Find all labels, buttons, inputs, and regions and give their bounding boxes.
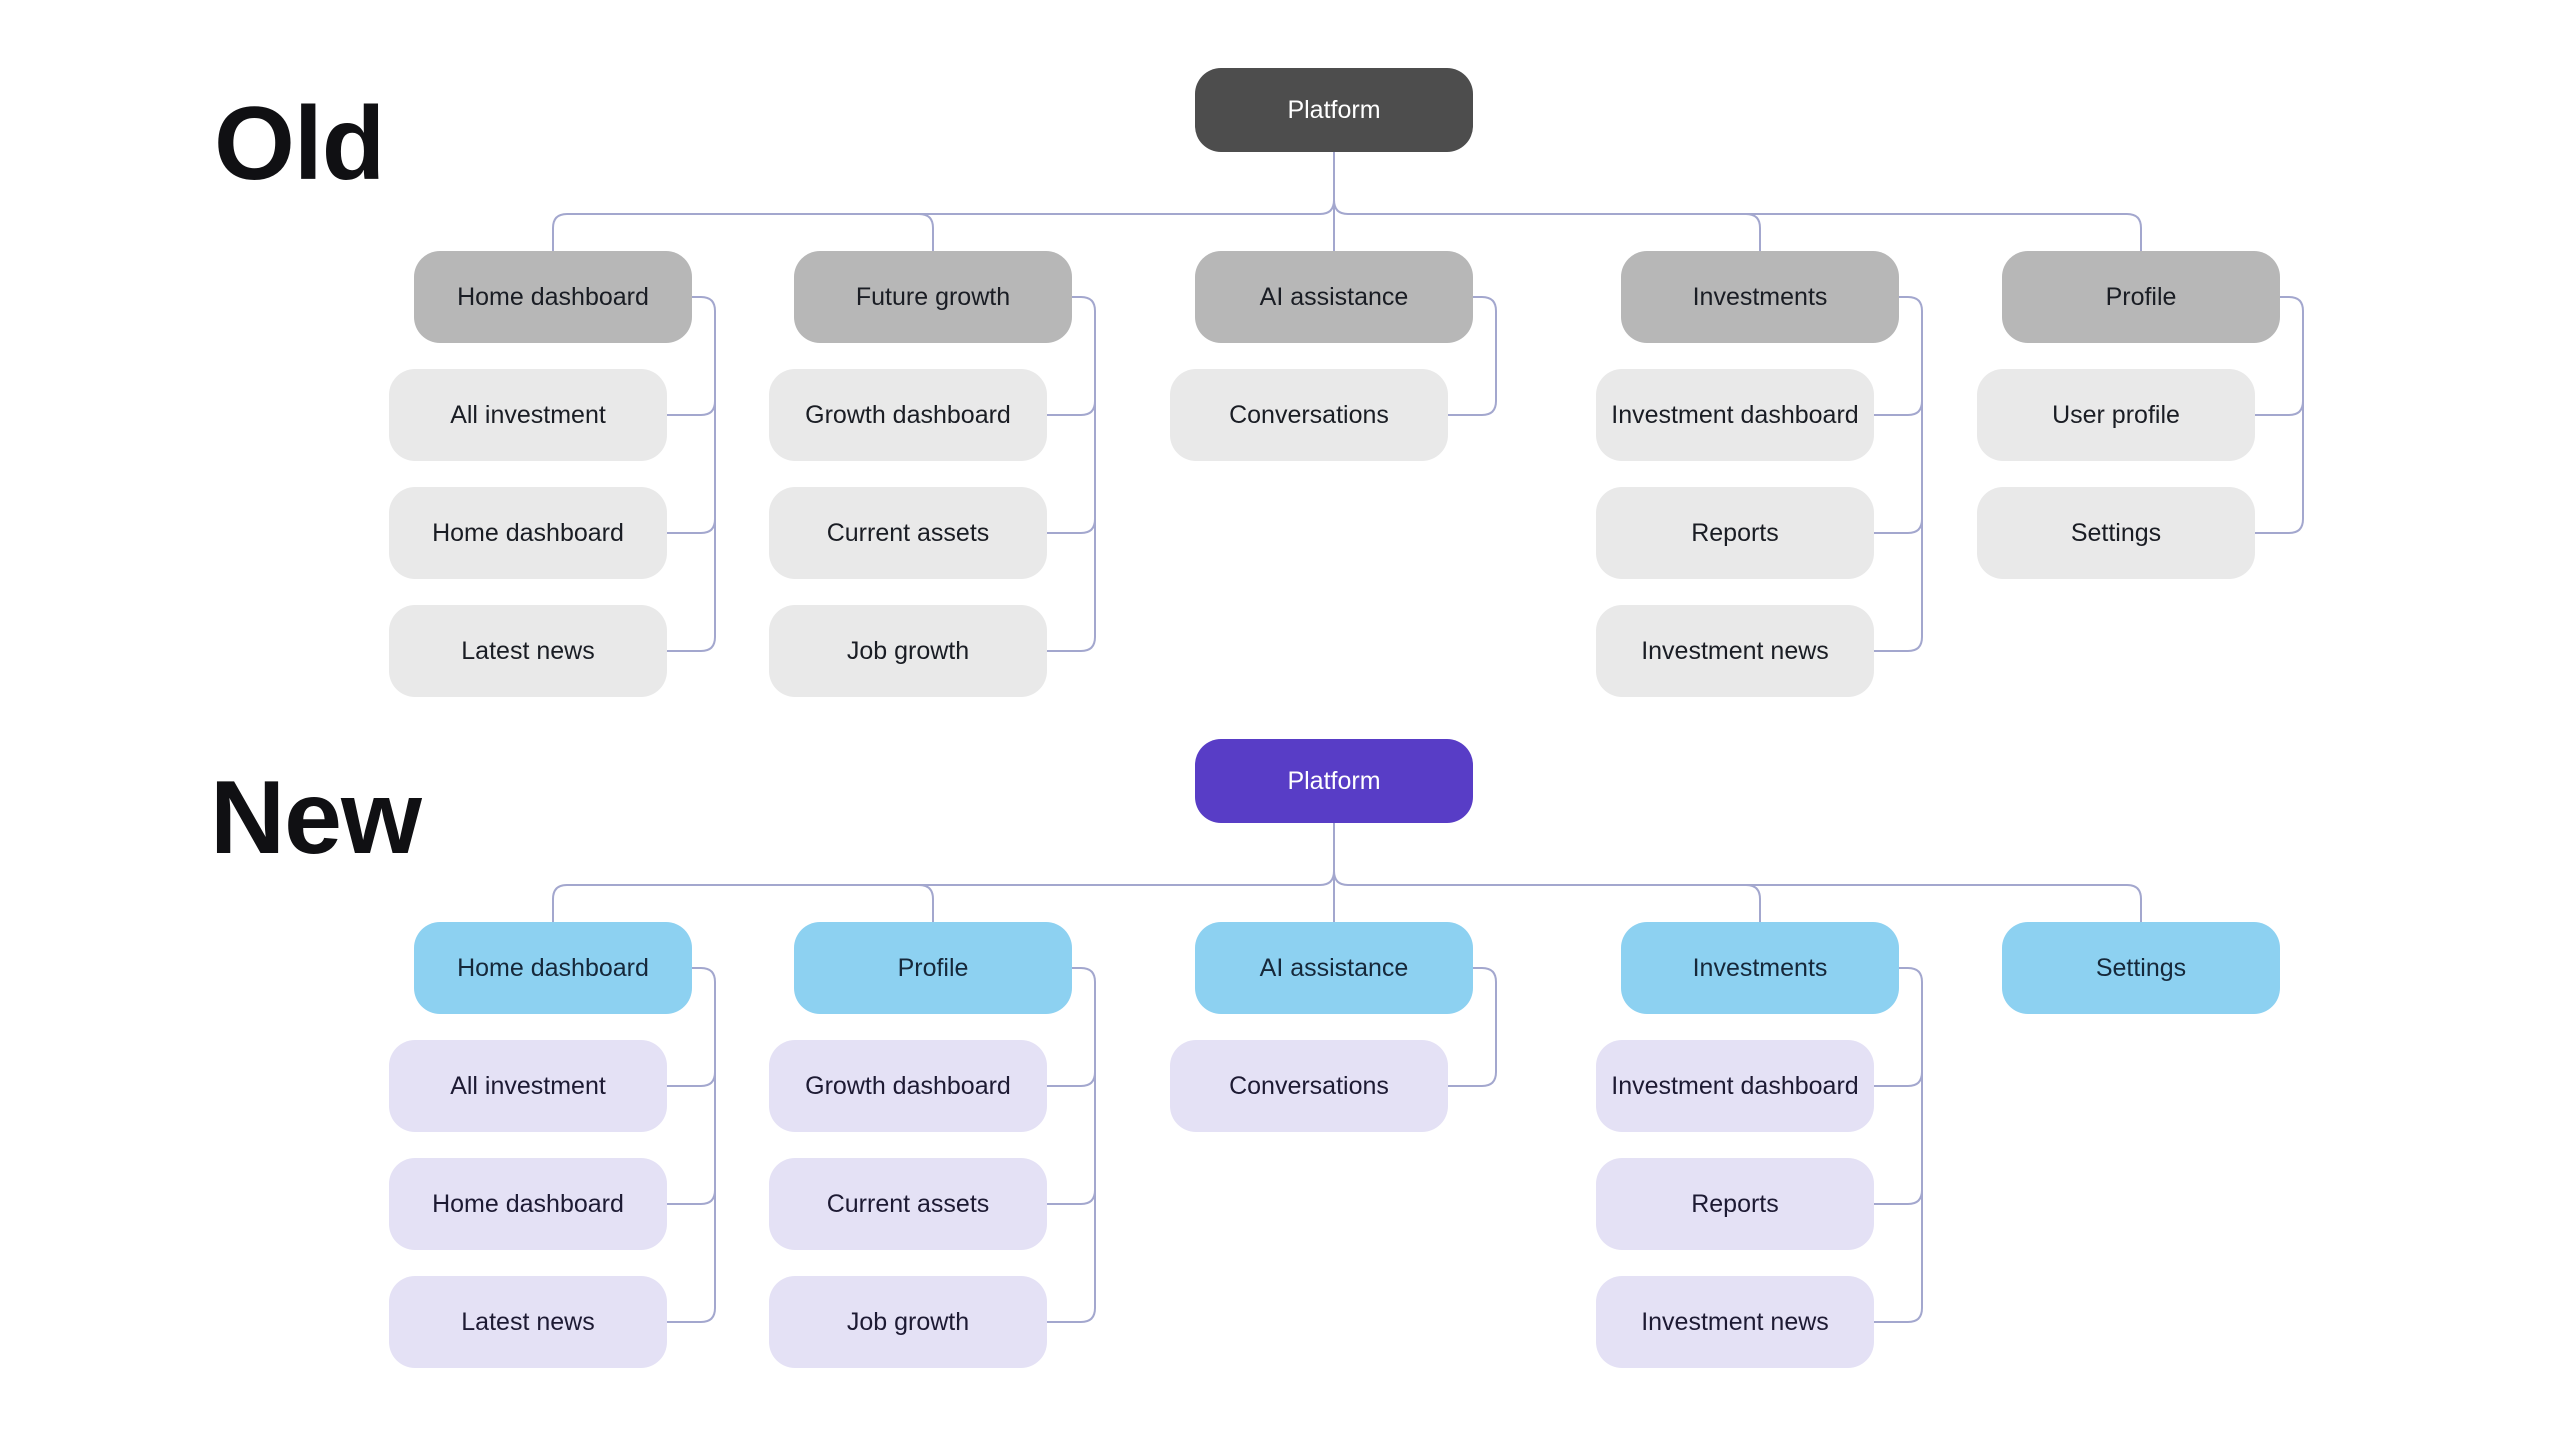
branch-node-new-investments-label: Investments <box>1692 954 1828 982</box>
leaf-node-new-investments-reports-label: Reports <box>1691 1190 1779 1218</box>
branch-node-old-future-growth-label: Future growth <box>855 283 1011 311</box>
root-node-old[interactable]: Platform <box>1195 68 1473 152</box>
branch-node-old-investments-label: Investments <box>1692 283 1828 311</box>
leaf-node-new-home-dashboard-home-dashboard-label: Home dashboard <box>432 1190 624 1218</box>
leaf-node-new-home-dashboard-all-investment-label: All investment <box>450 1072 606 1100</box>
leaf-node-old-investments-investment-news-label: Investment news <box>1641 637 1829 665</box>
leaf-node-old-ai-assistance-conversations[interactable]: Conversations <box>1170 369 1448 461</box>
branch-node-old-home-dashboard-label: Home dashboard <box>457 283 649 311</box>
leaf-node-new-ai-assistance-conversations[interactable]: Conversations <box>1170 1040 1448 1132</box>
leaf-node-new-investments-investment-news-label: Investment news <box>1641 1308 1829 1336</box>
leaf-node-old-future-growth-current-assets[interactable]: Current assets <box>769 487 1047 579</box>
branch-node-new-settings-label: Settings <box>2095 954 2187 982</box>
branch-node-new-settings[interactable]: Settings <box>2002 922 2280 1014</box>
branch-node-old-home-dashboard[interactable]: Home dashboard <box>414 251 692 343</box>
leaf-node-old-home-dashboard-all-investment[interactable]: All investment <box>389 369 667 461</box>
leaf-node-old-future-growth-current-assets-label: Current assets <box>826 519 990 547</box>
leaf-node-old-home-dashboard-latest-news-label: Latest news <box>461 637 595 665</box>
branch-node-old-profile[interactable]: Profile <box>2002 251 2280 343</box>
leaf-node-new-profile-growth-dashboard-label: Growth dashboard <box>805 1072 1011 1100</box>
leaf-node-old-investments-reports-label: Reports <box>1691 519 1779 547</box>
leaf-node-old-ai-assistance-conversations-label: Conversations <box>1229 401 1389 429</box>
leaf-node-new-investments-investment-news[interactable]: Investment news <box>1596 1276 1874 1368</box>
leaf-node-old-future-growth-job-growth-label: Job growth <box>846 637 970 665</box>
leaf-node-old-profile-user-profile[interactable]: User profile <box>1977 369 2255 461</box>
branch-node-new-ai-assistance[interactable]: AI assistance <box>1195 922 1473 1014</box>
branch-node-old-investments[interactable]: Investments <box>1621 251 1899 343</box>
leaf-node-old-home-dashboard-home-dashboard[interactable]: Home dashboard <box>389 487 667 579</box>
section-title-new: New <box>210 760 422 876</box>
leaf-node-new-profile-growth-dashboard[interactable]: Growth dashboard <box>769 1040 1047 1132</box>
leaf-node-old-profile-settings-label: Settings <box>2070 519 2162 547</box>
leaf-node-old-future-growth-growth-dashboard-label: Growth dashboard <box>805 401 1011 429</box>
branch-node-new-home-dashboard-label: Home dashboard <box>457 954 649 982</box>
branch-node-new-profile[interactable]: Profile <box>794 922 1072 1014</box>
leaf-node-new-home-dashboard-home-dashboard[interactable]: Home dashboard <box>389 1158 667 1250</box>
branch-node-old-future-growth[interactable]: Future growth <box>794 251 1072 343</box>
leaf-node-old-future-growth-job-growth[interactable]: Job growth <box>769 605 1047 697</box>
leaf-node-new-home-dashboard-latest-news[interactable]: Latest news <box>389 1276 667 1368</box>
leaf-node-old-home-dashboard-home-dashboard-label: Home dashboard <box>432 519 624 547</box>
leaf-node-old-home-dashboard-all-investment-label: All investment <box>450 401 606 429</box>
branch-node-new-ai-assistance-label: AI assistance <box>1259 954 1409 982</box>
leaf-node-new-ai-assistance-conversations-label: Conversations <box>1229 1072 1389 1100</box>
section-title-old: Old <box>214 86 385 202</box>
root-node-old-label: Platform <box>1287 96 1381 124</box>
branch-node-old-profile-label: Profile <box>2105 283 2177 311</box>
leaf-node-new-home-dashboard-all-investment[interactable]: All investment <box>389 1040 667 1132</box>
root-node-new-label: Platform <box>1287 767 1381 795</box>
leaf-node-old-profile-settings[interactable]: Settings <box>1977 487 2255 579</box>
leaf-node-new-investments-reports[interactable]: Reports <box>1596 1158 1874 1250</box>
leaf-node-new-investments-investment-dashboard[interactable]: Investment dashboard <box>1596 1040 1874 1132</box>
branch-node-old-ai-assistance[interactable]: AI assistance <box>1195 251 1473 343</box>
leaf-node-old-future-growth-growth-dashboard[interactable]: Growth dashboard <box>769 369 1047 461</box>
leaf-node-new-profile-current-assets[interactable]: Current assets <box>769 1158 1047 1250</box>
leaf-node-old-investments-investment-news[interactable]: Investment news <box>1596 605 1874 697</box>
branch-node-new-investments[interactable]: Investments <box>1621 922 1899 1014</box>
branch-node-old-ai-assistance-label: AI assistance <box>1259 283 1409 311</box>
leaf-node-old-home-dashboard-latest-news[interactable]: Latest news <box>389 605 667 697</box>
branch-node-new-home-dashboard[interactable]: Home dashboard <box>414 922 692 1014</box>
leaf-node-new-profile-job-growth[interactable]: Job growth <box>769 1276 1047 1368</box>
leaf-node-old-investments-investment-dashboard-label: Investment dashboard <box>1611 401 1859 429</box>
leaf-node-old-investments-investment-dashboard[interactable]: Investment dashboard <box>1596 369 1874 461</box>
root-node-new[interactable]: Platform <box>1195 739 1473 823</box>
leaf-node-new-investments-investment-dashboard-label: Investment dashboard <box>1611 1072 1859 1100</box>
branch-node-new-profile-label: Profile <box>897 954 969 982</box>
leaf-node-new-profile-current-assets-label: Current assets <box>826 1190 990 1218</box>
leaf-node-old-investments-reports[interactable]: Reports <box>1596 487 1874 579</box>
leaf-node-new-profile-job-growth-label: Job growth <box>846 1308 970 1336</box>
leaf-node-old-profile-user-profile-label: User profile <box>2052 401 2180 429</box>
leaf-node-new-home-dashboard-latest-news-label: Latest news <box>461 1308 595 1336</box>
